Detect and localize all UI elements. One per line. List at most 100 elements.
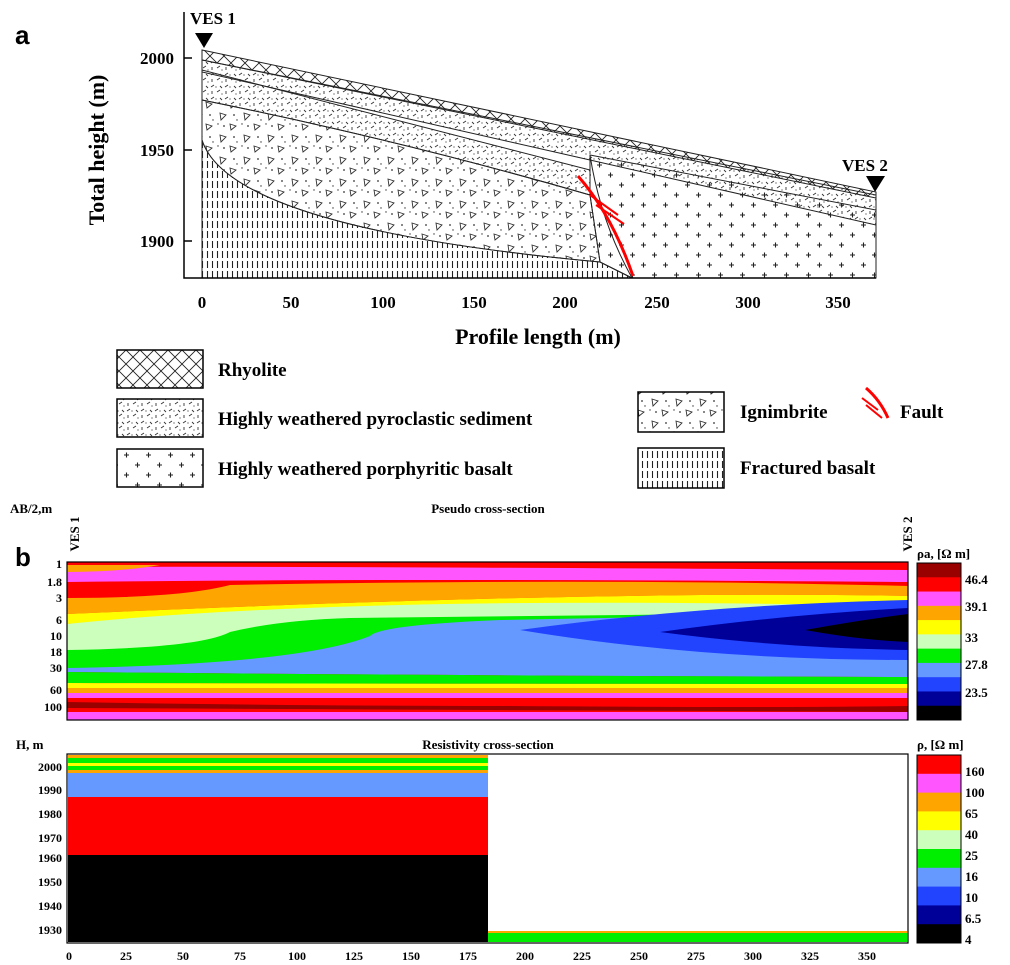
resistivity-x-ticks: 0 25 50 75 100 125 150 175 200 225 250 2… xyxy=(66,949,876,963)
resistivity-layer-blue xyxy=(68,773,488,797)
pseudo-colorbar-title: ρa, [Ω m] xyxy=(917,546,970,561)
resistivity-y-tick: 1950 xyxy=(38,875,62,889)
resistivity-colorbar-tick: 65 xyxy=(965,806,979,821)
pseudo-colorbar xyxy=(916,562,962,721)
resistivity-layer-red xyxy=(68,797,488,855)
pseudo-colorbar-tick: 39.1 xyxy=(965,599,988,614)
ves1-marker-icon xyxy=(195,33,213,48)
resistivity-x-tick: 300 xyxy=(744,949,762,963)
legend-fractured: Fractured basalt xyxy=(740,458,876,479)
resistivity-layer-black xyxy=(68,855,488,942)
colorbar-swatch xyxy=(917,830,961,850)
resistivity-colorbar-tick: 6.5 xyxy=(965,911,982,926)
ves2-marker-icon xyxy=(866,176,885,192)
legend-rhyolite: Rhyolite xyxy=(218,360,287,381)
pseudo-y-tick: 3 xyxy=(56,591,62,605)
legend-fault-icon xyxy=(861,386,890,419)
colorbar-swatch xyxy=(917,691,961,707)
resistivity-x-tick: 125 xyxy=(345,949,363,963)
pseudo-colorbar-tick: 46.4 xyxy=(965,572,988,587)
colorbar-swatch xyxy=(917,620,961,635)
resistivity-title: Resistivity cross-section xyxy=(422,737,554,752)
pseudo-colorbar-tick: 23.5 xyxy=(965,685,988,700)
resistivity-x-tick: 225 xyxy=(573,949,591,963)
resistivity-y-tick: 1960 xyxy=(38,851,62,865)
legend-pyroclastic: Highly weathered pyroclastic sediment xyxy=(218,409,533,430)
colorbar-swatch xyxy=(917,886,961,906)
resistivity-colorbar xyxy=(916,754,962,944)
pseudo-band-black xyxy=(805,614,908,642)
geologic-section xyxy=(201,49,877,279)
panel-a-ves2-label: VES 2 xyxy=(842,156,888,175)
colorbar-swatch xyxy=(917,849,961,869)
pseudo-band-orange xyxy=(67,581,908,614)
resistivity-y-tick: 2000 xyxy=(38,760,62,774)
pseudo-title: Pseudo cross-section xyxy=(431,501,545,516)
legend-fault: Fault xyxy=(900,402,944,423)
resistivity-colorbar-tick: 10 xyxy=(965,890,978,905)
colorbar-swatch xyxy=(917,591,961,607)
resistivity-colorbar-tick: 25 xyxy=(965,848,979,863)
colorbar-swatch xyxy=(917,905,961,925)
pseudo-cross-section xyxy=(66,561,909,721)
pseudo-y-ticks: 1 1.8 3 6 10 18 30 60 100 xyxy=(44,557,62,714)
colorbar-swatch xyxy=(917,563,961,578)
resistivity-y-tick: 1940 xyxy=(38,899,62,913)
colorbar-swatch xyxy=(917,605,961,621)
resistivity-y-axis-label: H, m xyxy=(16,737,44,752)
panel-a-ves1-label: VES 1 xyxy=(190,9,236,28)
pseudo-ves1-label: VES 1 xyxy=(67,516,82,551)
pseudo-band-navy xyxy=(660,608,908,650)
rhyolite-layer xyxy=(201,49,877,199)
pseudo-y-tick: 30 xyxy=(50,661,62,675)
legend-swatch-fractured xyxy=(637,447,725,489)
legend-porphyritic: Highly weathered porphyritic basalt xyxy=(218,459,513,480)
resistivity-x-tick: 325 xyxy=(801,949,819,963)
resistivity-colorbar-tick: 4 xyxy=(965,932,972,947)
resistivity-colorbar-tick: 16 xyxy=(965,869,979,884)
legend-swatch-ignimbrite xyxy=(637,391,725,433)
resistivity-colorbar-tick: 160 xyxy=(965,764,985,779)
resistivity-x-tick: 0 xyxy=(66,949,72,963)
resistivity-cross-section xyxy=(66,753,909,944)
legend-swatch-rhyolite xyxy=(116,349,204,389)
x-tick-label: 100 xyxy=(370,293,396,312)
colorbar-swatch xyxy=(917,811,961,831)
x-tick-label: 300 xyxy=(735,293,761,312)
pyroclastic-layer-lower xyxy=(201,69,591,196)
colorbar-swatch xyxy=(917,755,961,775)
colorbar-swatch xyxy=(917,705,961,721)
colorbar-swatch xyxy=(917,677,961,692)
legend: Rhyolite Highly weathered pyroclastic se… xyxy=(116,349,944,489)
resistivity-y-tick: 1970 xyxy=(38,831,62,845)
pseudo-y-tick: 1.8 xyxy=(47,575,62,589)
resistivity-x-tick: 25 xyxy=(120,949,132,963)
colorbar-swatch xyxy=(917,662,961,678)
resistivity-x-tick: 350 xyxy=(858,949,876,963)
x-tick-label: 0 xyxy=(198,293,207,312)
colorbar-swatch xyxy=(917,634,961,650)
legend-swatch-porphyritic xyxy=(116,448,204,488)
colorbar-swatch xyxy=(917,924,961,944)
resistivity-x-tick: 75 xyxy=(234,949,246,963)
colorbar-swatch xyxy=(917,577,961,593)
x-tick-label: 350 xyxy=(825,293,851,312)
x-axis-title: Profile length (m) xyxy=(455,324,621,349)
pseudo-y-tick: 1 xyxy=(56,557,62,571)
x-tick-label: 250 xyxy=(644,293,670,312)
resistivity-y-tick: 1980 xyxy=(38,807,62,821)
panel-b-label: b xyxy=(15,542,31,572)
resistivity-x-tick: 100 xyxy=(288,949,306,963)
pseudo-y-tick: 60 xyxy=(50,683,62,697)
pseudo-y-tick: 10 xyxy=(50,629,62,643)
y-tick-label: 2000 xyxy=(140,49,174,68)
pseudo-y-tick: 6 xyxy=(56,613,62,627)
colorbar-swatch xyxy=(917,773,961,794)
legend-swatch-pyroclastic xyxy=(116,398,204,438)
y-tick-label: 1950 xyxy=(140,141,174,160)
pseudo-y-axis-label: AB/2,m xyxy=(10,501,52,516)
pseudo-band-magenta xyxy=(67,566,908,582)
fault-symbol xyxy=(576,175,635,277)
resistivity-x-tick: 275 xyxy=(687,949,705,963)
